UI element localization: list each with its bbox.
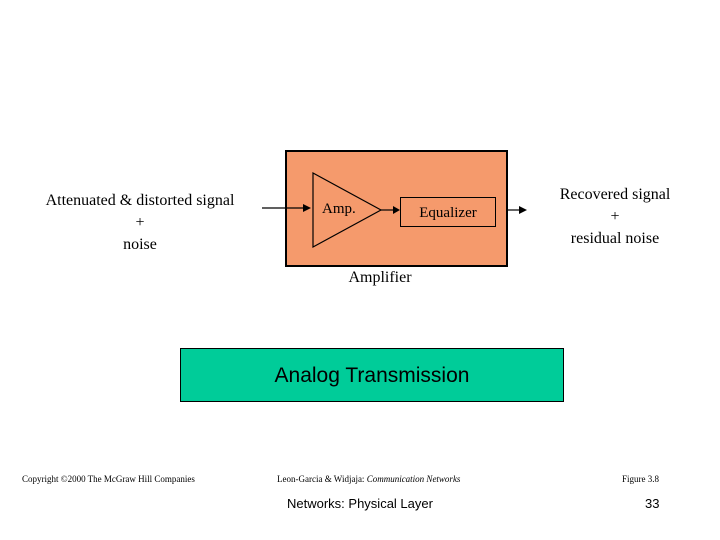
citation-title: Communication Networks: [366, 474, 461, 484]
slide-title: Analog Transmission: [180, 348, 564, 402]
course-title: Networks: Physical Layer: [287, 496, 433, 511]
citation: Leon-Garcia & Widjaja: Communication Net…: [277, 473, 460, 485]
equalizer-block: Equalizer: [400, 197, 496, 227]
copyright-notice: Copyright ©2000 The McGraw Hill Companie…: [22, 474, 195, 484]
amp-label: Amp.: [322, 201, 356, 217]
input-signal-label: Attenuated & distorted signal + noise: [20, 190, 260, 256]
output-signal-line2: +: [610, 208, 620, 225]
input-signal-line2: +: [135, 214, 145, 231]
figure-number: Figure 3.8: [622, 474, 659, 484]
output-arrowhead: [519, 206, 527, 214]
output-signal-line1: Recovered signal: [559, 186, 671, 203]
page-number: 33: [645, 496, 660, 511]
input-signal-line3: noise: [123, 236, 157, 253]
input-signal-line1: Attenuated & distorted signal: [45, 192, 235, 209]
amplifier-caption: Amplifier: [348, 269, 412, 286]
citation-authors: Leon-Garcia & Widjaja:: [277, 474, 365, 484]
output-signal-label: Recovered signal + residual noise: [534, 184, 696, 250]
output-signal-line3: residual noise: [570, 230, 660, 247]
